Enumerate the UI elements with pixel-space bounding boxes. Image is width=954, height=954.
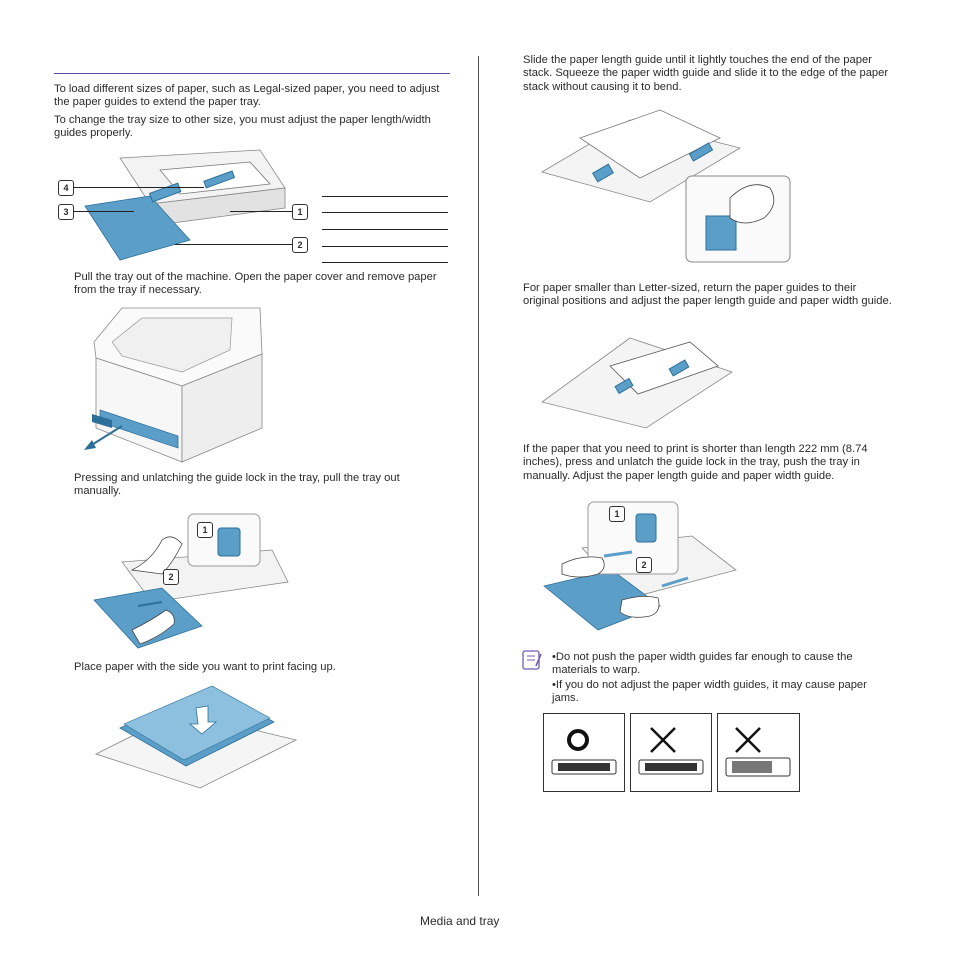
incorrect-guide-example-warp <box>630 713 712 792</box>
legend-line <box>322 196 448 197</box>
legend-line <box>322 229 448 230</box>
leader-line-1 <box>230 211 292 212</box>
step-4-text: Slide the paper length guide until it li… <box>523 54 889 93</box>
guide-lock-pull-illustration <box>92 510 292 660</box>
step-6-callout-2: 2 <box>636 557 652 573</box>
legend-line <box>322 246 448 247</box>
leader-line-2 <box>175 244 292 245</box>
note-icon <box>522 650 542 670</box>
column-divider <box>478 56 479 896</box>
printer-tray-pull-illustration <box>82 302 272 470</box>
length-guide-illustration <box>540 108 794 268</box>
page-footer: Media and tray <box>420 914 500 928</box>
push-tray-in-illustration <box>542 500 738 646</box>
leader-line-3 <box>74 211 134 212</box>
leader-line-4 <box>74 187 204 188</box>
step-3-text: Place paper with the side you want to pr… <box>74 661 336 673</box>
tray-overview-illustration <box>80 148 290 264</box>
paper-stack-illustration <box>90 684 300 794</box>
legend-line <box>322 262 448 263</box>
incorrect-guide-example-jam <box>717 713 800 792</box>
intro-paragraph-2: To change the tray size to other size, y… <box>54 114 431 140</box>
callout-4: 4 <box>58 180 74 196</box>
step-6-text: If the paper that you need to print is s… <box>523 443 868 482</box>
note-item-2: •If you do not adjust the paper width gu… <box>552 679 867 705</box>
small-paper-guides-illustration <box>540 326 736 430</box>
step-2-callout-1: 1 <box>197 522 213 538</box>
legend-line <box>322 212 448 213</box>
callout-3: 3 <box>58 204 74 220</box>
section-rule <box>54 73 450 74</box>
step-5-text: For paper smaller than Letter-sized, ret… <box>523 282 892 308</box>
step-1-text: Pull the tray out of the machine. Open t… <box>74 271 437 297</box>
intro-paragraph-1: To load different sizes of paper, such a… <box>54 83 440 109</box>
callout-1: 1 <box>292 204 308 220</box>
step-2-text: Pressing and unlatching the guide lock i… <box>74 472 400 498</box>
callout-2: 2 <box>292 237 308 253</box>
correct-guide-example <box>543 713 625 792</box>
step-6-callout-1: 1 <box>609 506 625 522</box>
note-item-1: •Do not push the paper width guides far … <box>552 651 853 677</box>
step-2-callout-2: 2 <box>163 569 179 585</box>
